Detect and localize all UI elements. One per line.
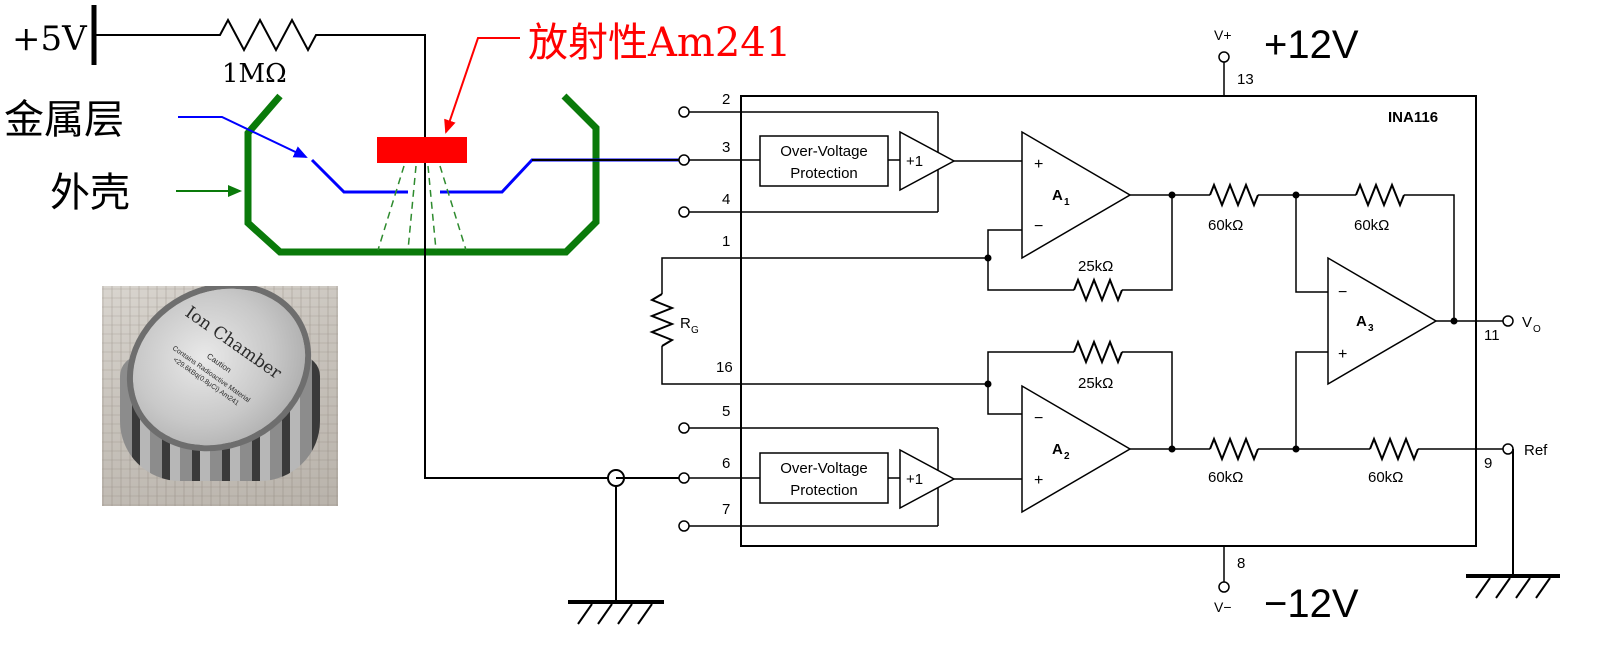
r25-bottom-label: 25kΩ: [1078, 375, 1113, 392]
supply-wire: [94, 17, 426, 140]
a2-label: A: [1052, 441, 1063, 458]
vminus-label: V−: [1214, 599, 1232, 615]
metal-layer-right: [440, 158, 690, 194]
a1-plus: +: [1034, 156, 1043, 173]
a2-plus: +: [1034, 472, 1043, 489]
resistor-1m-label: 1MΩ: [222, 59, 287, 89]
pin-8: 8: [1237, 555, 1245, 572]
rg-resistor: [649, 293, 675, 347]
buffer-top: [899, 130, 956, 192]
electrode-wire: [424, 163, 616, 479]
buffer-bottom-label: +1: [906, 471, 923, 488]
a2-minus: −: [1034, 410, 1043, 427]
a3-plus: +: [1338, 346, 1347, 363]
chamber-shell: [244, 93, 600, 256]
vminus-supply: −12V: [1264, 582, 1359, 626]
r60-top-right: 60kΩ: [1354, 217, 1389, 234]
pin-9: 9: [1484, 455, 1492, 472]
vo-sub: O: [1533, 324, 1541, 335]
ovp-bottom-box: [759, 452, 889, 504]
ref-terminal: [1502, 443, 1514, 455]
pin-3: 3: [722, 139, 730, 156]
supply-label: +5V: [12, 19, 88, 59]
vplus-label: V+: [1214, 27, 1232, 43]
r60-top-left: 60kΩ: [1208, 217, 1243, 234]
ground-left: [568, 469, 684, 625]
a1-sub: 1: [1064, 197, 1070, 208]
vo-label: V: [1522, 314, 1532, 331]
vo-terminal: [1502, 315, 1514, 327]
ion-chamber: [244, 93, 690, 479]
ovp-top-line2: Protection: [790, 165, 858, 182]
buffer-top-label: +1: [906, 153, 923, 170]
ion-chamber-photo: Ion Chamber Caution Contains Radioactive…: [102, 286, 338, 506]
chamber-labels: 放射性Am241 金属层 外壳: [4, 20, 791, 216]
r60-bottom-left: 60kΩ: [1208, 469, 1243, 486]
pin-2: 2: [722, 91, 730, 108]
ref-label: Ref: [1524, 442, 1548, 459]
pin-11: 11: [1484, 327, 1500, 344]
ina116-chip: INA116 V+ 13 +12V V− 8 −12V 2 3 4 1 16 5: [649, 23, 1548, 626]
pin-4: 4: [722, 191, 730, 208]
radiation-beams: [377, 165, 467, 251]
a3-sub: 3: [1368, 323, 1374, 334]
metal-layer-arrow: [178, 116, 308, 158]
ic-name: INA116: [1388, 109, 1438, 126]
rg-label: R: [680, 315, 691, 332]
r25-top-label: 25kΩ: [1078, 258, 1113, 275]
a1-minus: −: [1034, 218, 1043, 235]
pin-5: 5: [722, 403, 730, 420]
a3-label: A: [1356, 313, 1367, 330]
pin-7: 7: [722, 501, 730, 518]
ovp-top-line1: Over-Voltage: [780, 143, 868, 160]
a2-sub: 2: [1064, 451, 1070, 462]
pin-1: 1: [722, 233, 730, 250]
buffer-bottom: [899, 448, 956, 510]
am241-arrow: [444, 37, 520, 134]
input-pins: [678, 106, 938, 532]
ovp-top-box: [759, 135, 889, 187]
ground-right: [1466, 449, 1560, 599]
metal-layer-left: [310, 158, 408, 194]
opamp-a2: [1021, 384, 1132, 514]
r60-bottom-right: 60kΩ: [1368, 469, 1403, 486]
shell-label: 外壳: [50, 170, 130, 216]
pin-16: 16: [716, 359, 733, 376]
am241-label: 放射性Am241: [528, 20, 791, 66]
rg-sub: G: [691, 325, 699, 336]
pin-13: 13: [1237, 71, 1254, 88]
ovp-bottom-line2: Protection: [790, 482, 858, 499]
supply-circuit: +5V 1MΩ: [12, 5, 426, 140]
opamp-a3: [1327, 256, 1438, 386]
pin-6: 6: [722, 455, 730, 472]
vplus-supply: +12V: [1264, 23, 1359, 67]
pin-numbers-left: 2 3 4 1 16 5 6 7: [716, 91, 733, 518]
metal-layer-label: 金属层: [4, 97, 124, 143]
am241-source: [377, 137, 467, 163]
ovp-bottom-line1: Over-Voltage: [780, 460, 868, 477]
a1-label: A: [1052, 187, 1063, 204]
a3-minus: −: [1338, 284, 1347, 301]
opamp-a1: [1021, 130, 1132, 260]
